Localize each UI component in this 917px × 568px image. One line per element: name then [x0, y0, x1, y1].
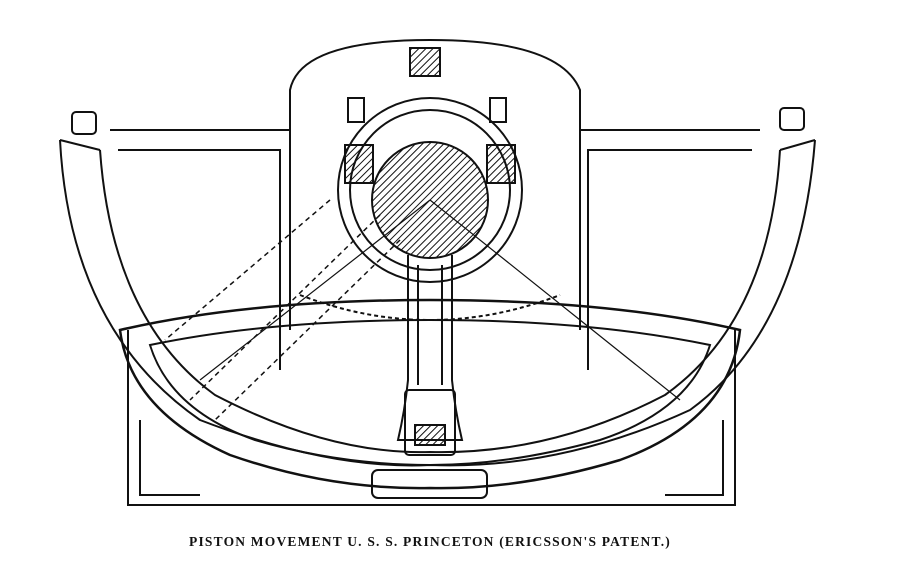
crank-housing	[289, 38, 581, 330]
base-slot	[371, 469, 488, 499]
bolts	[71, 97, 805, 135]
rod-cap	[409, 47, 441, 77]
base-frame	[127, 330, 736, 506]
connecting-rod	[396, 255, 464, 456]
figure-caption: PISTON MOVEMENT U. S. S. PRINCETON (ERIC…	[189, 534, 671, 549]
alternate-rod-position	[164, 199, 401, 421]
swing-lines	[199, 199, 681, 401]
